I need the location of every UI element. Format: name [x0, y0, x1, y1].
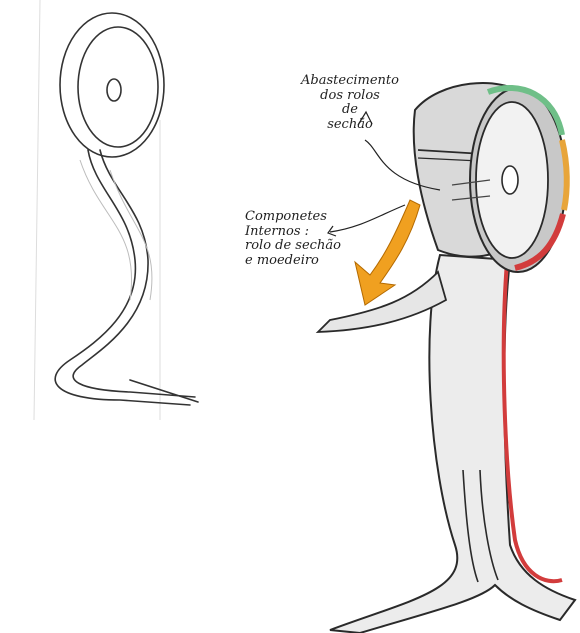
left-disc-outer — [60, 13, 164, 157]
annotation-line: Componetes — [245, 210, 365, 225]
left-disc-inner — [78, 27, 158, 147]
pencil-sketch-left — [55, 13, 198, 405]
left-disc-hub — [107, 79, 121, 101]
annotation-line: e moedeiro — [245, 254, 365, 269]
annotation-line: de — [290, 103, 410, 118]
annotation-line: Abastecimento — [290, 74, 410, 89]
annotation-roll-supply: Abastecimento dos rolos de sechão — [290, 74, 410, 132]
annotation-line: sechão — [290, 118, 410, 133]
annotation-line: rolo de sechão — [245, 239, 365, 254]
roll-disc-hub — [502, 166, 518, 194]
red-strip — [504, 262, 562, 581]
construction-lines — [34, 0, 160, 420]
left-neck-curve — [55, 150, 190, 405]
annotation-line: Internos : — [245, 225, 365, 240]
marker-sketch-right — [318, 83, 575, 633]
annotation-line: dos rolos — [290, 89, 410, 104]
annotation-internal-components: Componetes Internos : rolo de sechão e m… — [245, 210, 365, 268]
